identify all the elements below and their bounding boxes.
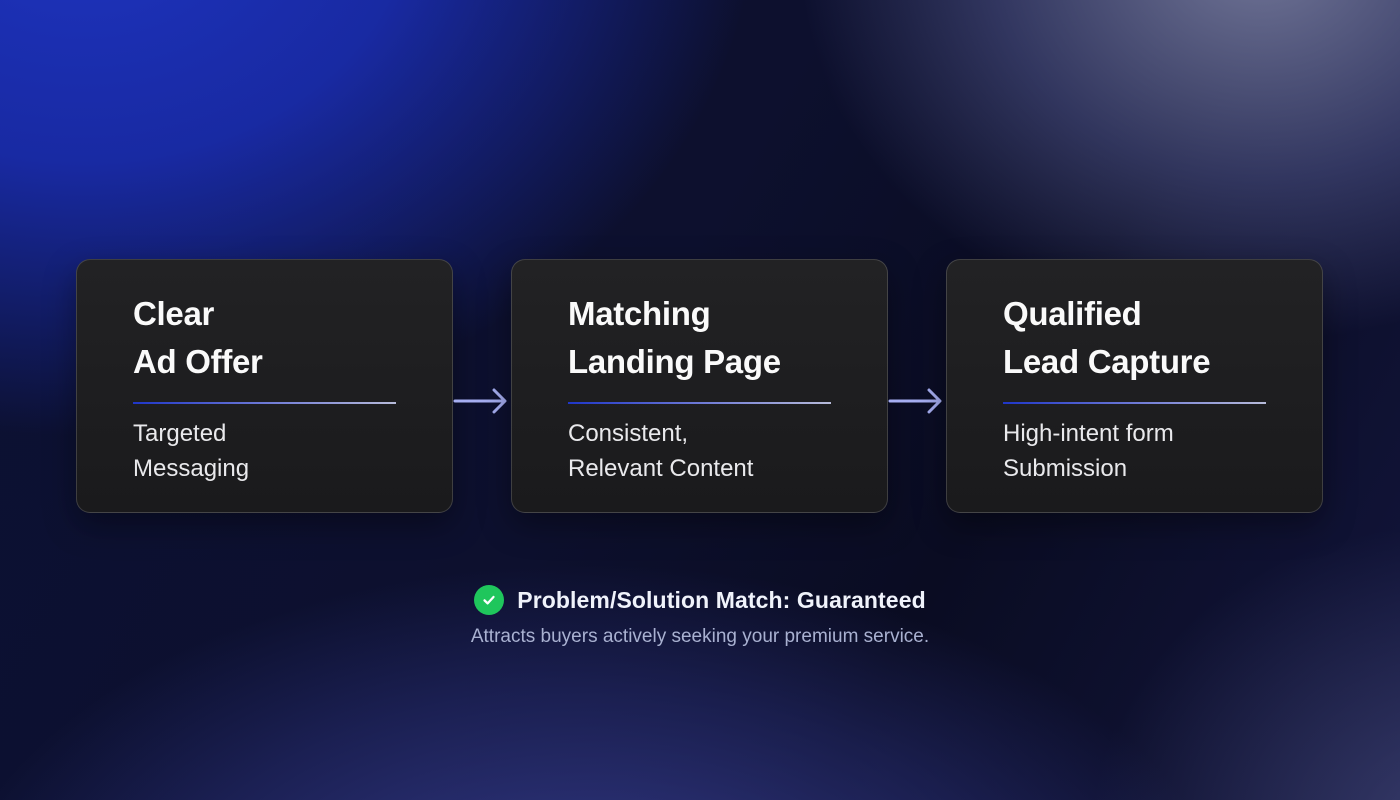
step-title-line: Qualified [1003,295,1142,332]
step-description-line: Consistent, [568,420,689,447]
step-title: Clear Ad Offer [133,290,396,386]
step-title-line: Clear [133,295,215,332]
step-title: Matching Landing Page [568,290,831,386]
step-description-line: Submission [1003,455,1128,482]
step-description-line: Relevant Content [568,455,754,482]
guarantee-headline-row: Problem/Solution Match: Guaranteed [474,585,926,615]
step-title-line: Landing Page [568,343,781,380]
arrow-right-icon [453,388,507,414]
card-divider [133,402,396,404]
step-description-line: Targeted [133,420,227,447]
step-card-clear-ad-offer: Clear Ad Offer Targeted Messaging [76,259,453,513]
step-title-line: Ad Offer [133,343,263,380]
step-title: Qualified Lead Capture [1003,290,1266,386]
step-title-line: Lead Capture [1003,343,1211,380]
step-description: High-intent form Submission [1003,416,1266,486]
step-description-line: High-intent form [1003,420,1174,447]
step-title-line: Matching [568,295,711,332]
step-description-line: Messaging [133,455,250,482]
card-divider [568,402,831,404]
check-circle-icon [474,585,505,615]
footer-headline: Problem/Solution Match: Guaranteed [517,586,926,613]
arrow-right-icon [888,388,942,414]
footer-subtext: Attracts buyers actively seeking your pr… [470,626,930,647]
step-card-qualified-lead-capture: Qualified Lead Capture High-intent form … [946,259,1323,513]
step-card-matching-landing-page: Matching Landing Page Consistent, Releva… [511,259,888,513]
card-divider [1003,402,1266,404]
step-description: Targeted Messaging [133,416,396,486]
step-description: Consistent, Relevant Content [568,416,831,486]
guarantee-footer: Problem/Solution Match: Guaranteed Attra… [0,585,1400,648]
